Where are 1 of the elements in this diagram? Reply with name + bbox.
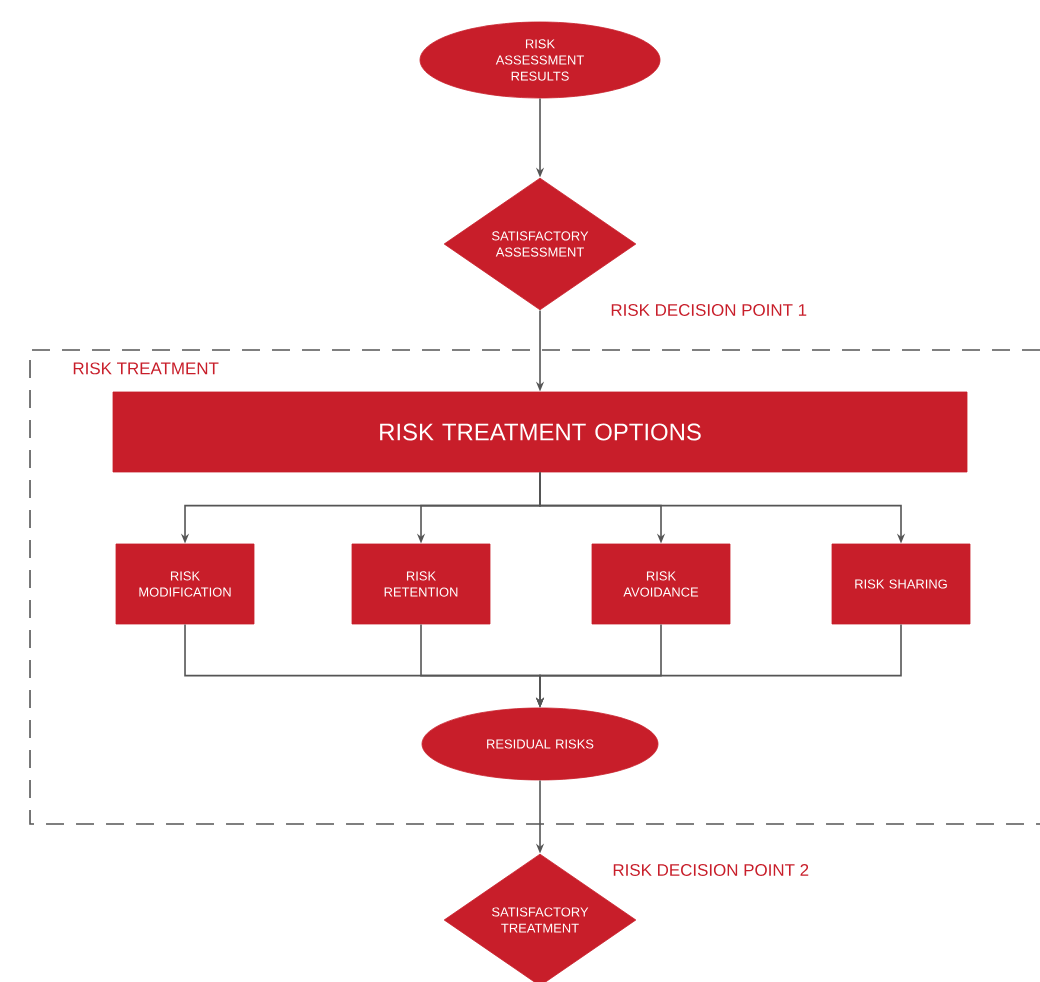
options-bar: RISK TREATMENT OPTIONS bbox=[112, 391, 968, 473]
